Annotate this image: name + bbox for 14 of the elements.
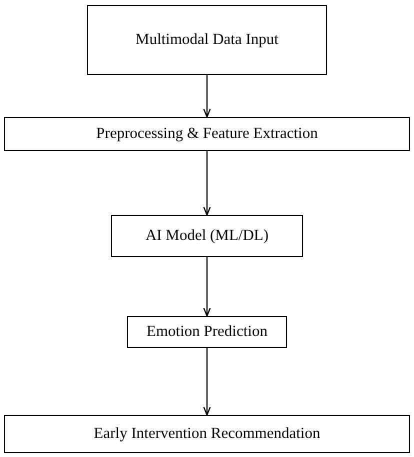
arrow: [203, 151, 211, 216]
box-label: Early Intervention Recommendation: [94, 425, 320, 443]
process-box: [127, 316, 287, 348]
arrow: [203, 257, 211, 317]
process-box: [111, 215, 303, 257]
box-label: Preprocessing & Feature Extraction: [96, 125, 318, 143]
process-box: [4, 415, 410, 453]
box-label: AI Model (ML/DL): [145, 227, 269, 245]
arrow: [203, 348, 211, 416]
process-box: [4, 117, 410, 151]
process-box: [87, 5, 327, 75]
box-label: Emotion Prediction: [146, 323, 268, 341]
box-label: Multimodal Data Input: [136, 31, 278, 49]
arrow: [203, 75, 211, 118]
